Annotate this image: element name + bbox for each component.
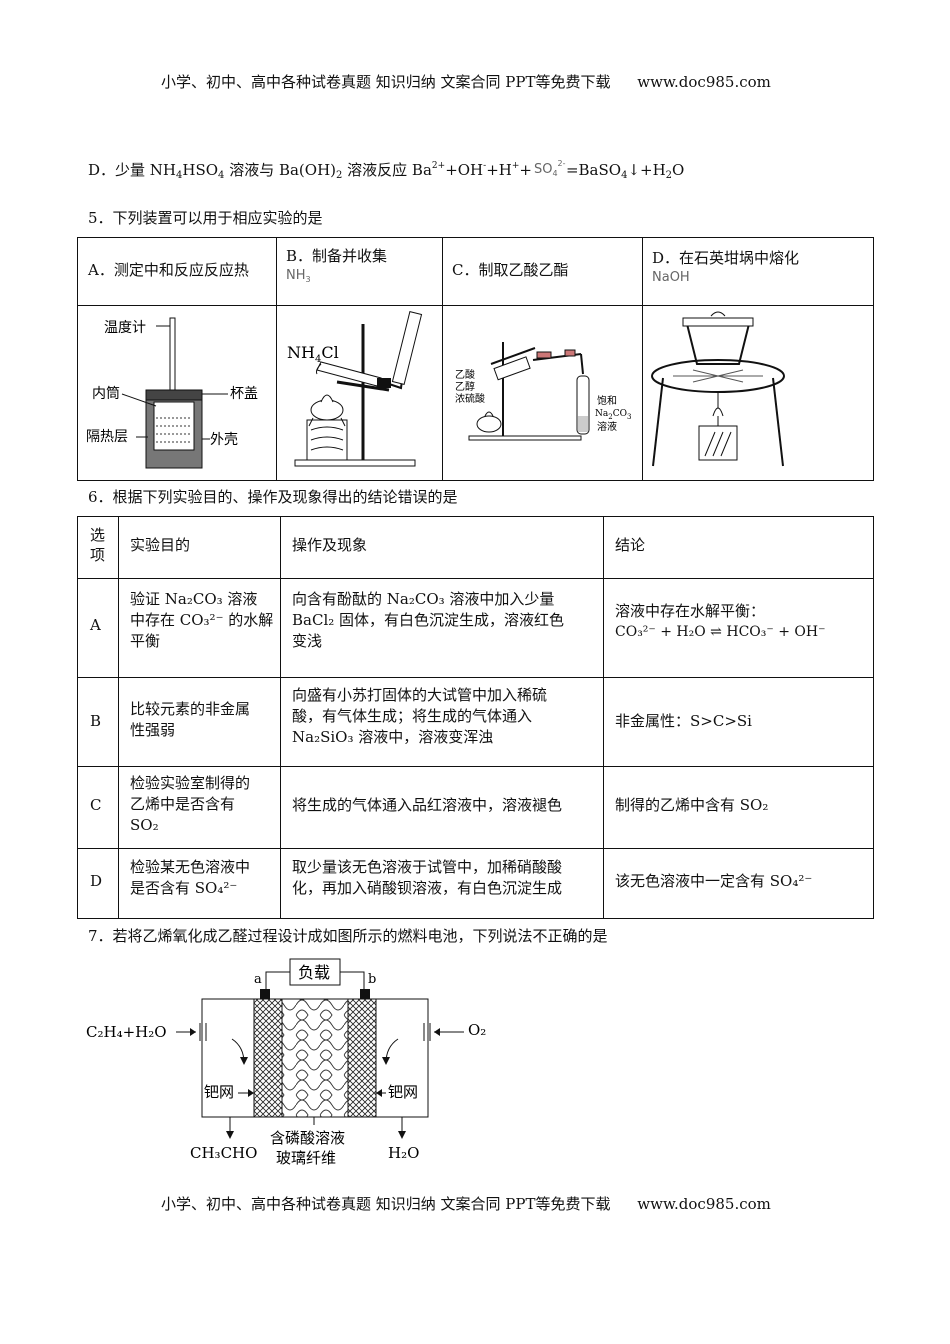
label-shell: 外壳 — [210, 431, 238, 448]
svg-text:饱和: 饱和 — [597, 395, 617, 407]
label-nh4cl: NH4Cl — [287, 343, 339, 365]
label-lid: 杯盖 — [230, 386, 258, 402]
q5-option-c[interactable]: C．制取乙酸乙酯 — [452, 261, 569, 279]
svg-text:CH₃CHO: CH₃CHO — [190, 1144, 257, 1162]
figure-ester: 乙酸 乙醇 浓硫酸 饱和 Na2CO3 溶液 — [455, 342, 631, 441]
figure-fuel-cell: 负载 a b C₂H₄+H₂O O₂ 钯网 钯网 CH₃CHO H₂O 含磷酸溶… — [86, 958, 486, 1167]
row-b-purpose: 比较元素的非金属性强弱 — [130, 700, 251, 739]
label-insulation: 隔热层 — [86, 429, 128, 445]
footer-text: 小学、初中、高中各种试卷真题 知识归纳 文案合同 PPT等免费下载 — [161, 1195, 611, 1213]
page-footer: 小学、初中、高中各种试卷真题 知识归纳 文案合同 PPT等免费下载 www.do… — [161, 1193, 771, 1214]
header-url[interactable]: www.doc985.com — [637, 73, 771, 91]
q7-stem: 7．若将乙烯氧化成乙醛过程设计成如图所示的燃料电池，下列说法不正确的是 — [88, 927, 608, 945]
svg-text:钯网: 钯网 — [388, 1083, 418, 1101]
row-c-operation: 将生成的气体通入品红溶液中，溶液褪色 — [292, 796, 563, 814]
svg-text:玻璃纤维: 玻璃纤维 — [276, 1149, 336, 1167]
header-operation: 操作及现象 — [292, 536, 368, 554]
svg-text:含磷酸溶液: 含磷酸溶液 — [270, 1129, 345, 1147]
row-b-option: B — [90, 712, 102, 730]
figure-calorimeter: 温度计 内筒 杯盖 隔热层 外壳 — [86, 317, 258, 469]
svg-text:溶液: 溶液 — [597, 420, 617, 433]
q6-stem: 6．根据下列实验目的、操作及现象得出的结论错误的是 — [88, 488, 458, 506]
header-option: 选项 — [90, 526, 106, 564]
header-text: 小学、初中、高中各种试卷真题 知识归纳 文案合同 PPT等免费下载 — [161, 73, 611, 91]
row-d-purpose: 检验某无色溶液中是否含有 SO₄²⁻ — [130, 858, 251, 897]
svg-text:Na2CO3: Na2CO3 — [595, 409, 631, 421]
label-thermometer: 温度计 — [104, 320, 146, 336]
row-d-option: D — [90, 872, 103, 890]
svg-text:b: b — [368, 972, 376, 987]
svg-text:浓硫酸: 浓硫酸 — [455, 392, 485, 405]
page-header: 小学、初中、高中各种试卷真题 知识归纳 文案合同 PPT等免费下载 www.do… — [161, 71, 771, 92]
row-c-option: C — [90, 796, 102, 814]
svg-text:乙醇: 乙醇 — [455, 380, 475, 393]
label-inner: 内筒 — [92, 385, 120, 402]
q5-stem: 5．下列装置可以用于相应实验的是 — [88, 209, 323, 227]
q5-option-a[interactable]: A．测定中和反应反应热 — [88, 261, 249, 279]
q5-option-d[interactable]: D．在石英坩埚中熔化 NaOH — [652, 249, 800, 285]
q6-table: 选项 实验目的 操作及现象 结论 A 验证 Na₂CO₃ 溶液中存在 CO₃²⁻… — [77, 516, 874, 919]
row-a-option: A — [90, 616, 101, 634]
row-c-conclusion: 制得的乙烯中含有 SO₂ — [615, 796, 769, 814]
header-purpose: 实验目的 — [130, 536, 191, 554]
row-a-conclusion: 溶液中存在水解平衡：CO₃²⁻ + H₂O ⇌ HCO₃⁻ + OH⁻ — [615, 602, 826, 640]
q5-table: A．测定中和反应反应热 B．制备并收集 NH3 C．制取乙酸乙酯 D．在石英坩埚… — [77, 237, 874, 481]
svg-text:负载: 负载 — [298, 963, 330, 982]
svg-text:a: a — [254, 972, 262, 987]
footer-url[interactable]: www.doc985.com — [637, 1195, 771, 1213]
q5-option-b[interactable]: B．制备并收集 NH3 — [286, 247, 388, 284]
left-inlet: C₂H₄+H₂O — [86, 1023, 167, 1041]
svg-text:钯网: 钯网 — [204, 1083, 234, 1101]
row-a-purpose: 验证 Na₂CO₃ 溶液中存在 CO₃²⁻ 的水解平衡 — [130, 590, 274, 650]
row-b-conclusion: 非金属性：S>C>Si — [615, 712, 752, 730]
figure-ammonia: NH4Cl — [287, 311, 423, 467]
right-inlet: O₂ — [468, 1021, 486, 1039]
svg-text:H₂O: H₂O — [388, 1144, 419, 1162]
load-box — [289, 958, 341, 986]
row-d-conclusion: 该无色溶液中一定含有 SO₄²⁻ — [615, 872, 813, 890]
q4-option-d: D．少量 NH4HSO4 溶液与 Ba(OH)2 溶液反应 Ba2++OH-+H… — [88, 159, 685, 181]
figure-crucible — [651, 311, 785, 467]
header-conclusion: 结论 — [615, 536, 646, 554]
svg-text:乙酸: 乙酸 — [455, 368, 475, 381]
row-d-operation: 取少量该无色溶液于试管中，加稀硝酸酸化，再加入硝酸钡溶液，有白色沉淀生成 — [292, 858, 563, 897]
